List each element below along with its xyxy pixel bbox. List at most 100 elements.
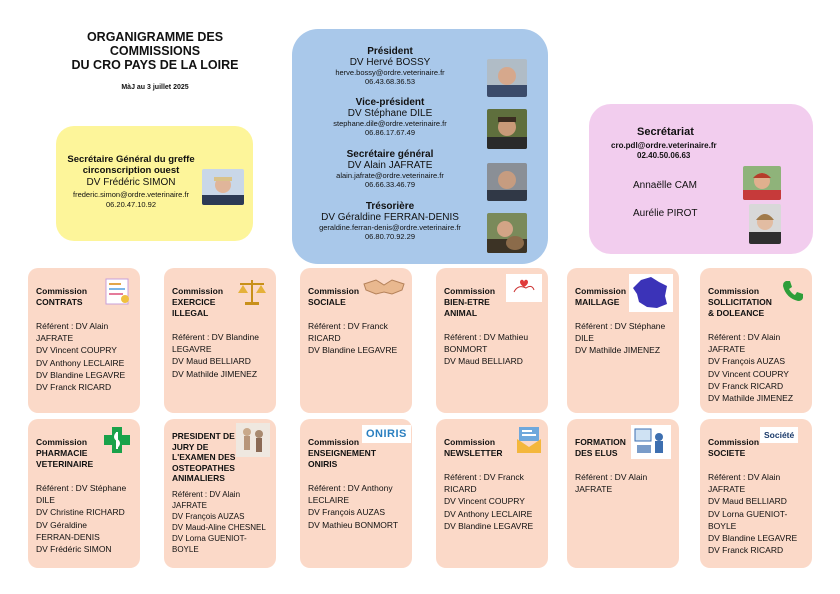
member-line: DV Anthony LECLAIRE bbox=[444, 508, 533, 519]
member-line: DV Franck RICARD bbox=[708, 380, 784, 391]
member-line: JAFRATE bbox=[172, 501, 207, 510]
member-line: Référent : DV Blandine bbox=[172, 332, 259, 342]
member-line: Référent : DV Anthony bbox=[308, 483, 393, 493]
member-line: Référent : DV Alain bbox=[708, 472, 781, 482]
member-line: DV Blandine LEGAVRE bbox=[708, 533, 798, 544]
commission-title-line: BIEN-ETRE bbox=[444, 297, 490, 307]
person-photo bbox=[487, 59, 527, 97]
commission-title-line: Commission bbox=[36, 437, 88, 447]
commission-title-line: Commission bbox=[575, 286, 627, 296]
societe-logo-icon: Société bbox=[760, 427, 799, 443]
member-line: DV Blandine LEGAVRE bbox=[36, 369, 126, 380]
commission-title-line: Commission bbox=[308, 286, 360, 296]
member-line: DV Mathieu BONMORT bbox=[308, 519, 399, 530]
bureau-email[interactable]: herve.bossy@ordre.veterinaire.fr bbox=[335, 68, 445, 77]
commission-title-line: FORMATION bbox=[575, 437, 626, 447]
member-line: DV Géraldine bbox=[36, 519, 88, 530]
member-line: DV Blandine LEGAVRE bbox=[308, 345, 398, 356]
member-line: Référent : DV Franck bbox=[444, 472, 524, 482]
member-line: JAFRATE bbox=[708, 484, 746, 495]
member-line: DV Vincent COUPRY bbox=[708, 368, 789, 379]
member-line: DV Maud BELLIARD bbox=[708, 496, 787, 507]
member-line: DV François AUZAS bbox=[708, 356, 785, 367]
secretariat-member: Annaëlle CAM bbox=[633, 180, 697, 191]
member-line: DV Blandine LEGAVRE bbox=[444, 520, 534, 531]
secretaire-general-box: Secrétaire Général du greffe circonscrip… bbox=[56, 126, 253, 241]
commission-title-line: PHARMACIE bbox=[36, 448, 88, 458]
update-date: MàJ au 3 juillet 2025 bbox=[121, 84, 189, 91]
commission-title-line: Commission bbox=[708, 286, 760, 296]
commission-title-line: JURY DE bbox=[172, 441, 209, 452]
france-map-icon bbox=[629, 274, 673, 317]
sg-role: circonscription ouest bbox=[82, 165, 180, 176]
member-line: DV Vincent COUPRY bbox=[444, 496, 525, 507]
sg-email[interactable]: frederic.simon@ordre.veterinaire.fr bbox=[73, 190, 189, 199]
page-title: ORGANIGRAMME DES COMMISSIONS DU CRO PAYS… bbox=[60, 30, 250, 72]
sg-name: DV Frédéric SIMON bbox=[86, 177, 176, 188]
title-line: COMMISSIONS bbox=[109, 44, 201, 58]
member-line: DV Lorna GUENIOT- bbox=[172, 534, 247, 543]
person-photo bbox=[749, 204, 781, 244]
person-photo bbox=[202, 169, 244, 205]
bureau-name: DV Stéphane DILE bbox=[347, 108, 433, 119]
commission-title-line: ANIMAL bbox=[444, 308, 478, 318]
phone-icon bbox=[780, 278, 806, 309]
member-line: FERRAN-DENIS bbox=[36, 531, 100, 542]
commission-title-line: ILLEGAL bbox=[172, 308, 209, 318]
commission-title-line: Commission bbox=[36, 286, 88, 296]
person-photo bbox=[743, 166, 781, 200]
bureau-name: DV Alain JAFRATE bbox=[347, 160, 433, 171]
bureau-email[interactable]: geraldine.ferran-denis@ordre.veterinaire… bbox=[319, 223, 461, 232]
secretariat-email[interactable]: cro.pdl@ordre.veterinaire.fr bbox=[611, 141, 717, 150]
commission-title-line: L'EXAMEN DES bbox=[172, 452, 236, 462]
member-line: RICARD bbox=[444, 484, 477, 495]
commission-title-line: ENSEIGNEMENT bbox=[308, 448, 377, 458]
member-line: DV Christine RICHARD bbox=[36, 507, 125, 518]
member-line: LEGAVRE bbox=[172, 344, 212, 355]
commission-title-line: Commission bbox=[444, 437, 496, 447]
secretariat-phone: 02.40.50.06.63 bbox=[637, 151, 691, 160]
member-line: BOYLE bbox=[708, 520, 737, 531]
person-photo bbox=[487, 213, 527, 253]
member-line: Référent : DV Alain bbox=[36, 321, 109, 331]
member-line: BOYLE bbox=[172, 545, 199, 554]
bureau-name: DV Hervé BOSSY bbox=[349, 57, 431, 68]
member-line: DV François AUZAS bbox=[308, 507, 385, 518]
member-line: DV Frédéric SIMON bbox=[36, 544, 112, 555]
contract-icon bbox=[100, 276, 134, 311]
scales-icon bbox=[234, 276, 270, 313]
member-line: DV François AUZAS bbox=[172, 512, 245, 521]
commission-title-line: ANIMALIERS bbox=[172, 473, 225, 483]
person-photo bbox=[487, 109, 527, 149]
bureau-phone: 06.80.70.92.29 bbox=[364, 232, 416, 241]
member-line: DILE bbox=[36, 495, 55, 506]
bureau-role: Président bbox=[367, 46, 413, 57]
member-line: DV Franck RICARD bbox=[708, 545, 784, 556]
member-line: DV Mathilde JIMENEZ bbox=[708, 393, 794, 404]
bureau-email[interactable]: stephane.dile@ordre.veterinaire.fr bbox=[333, 119, 447, 128]
commission-title-line: Commission bbox=[308, 437, 360, 447]
bureau-email[interactable]: alain.jafrate@ordre.veterinaire.fr bbox=[336, 171, 444, 180]
bureau-role: Trésorière bbox=[365, 201, 415, 212]
